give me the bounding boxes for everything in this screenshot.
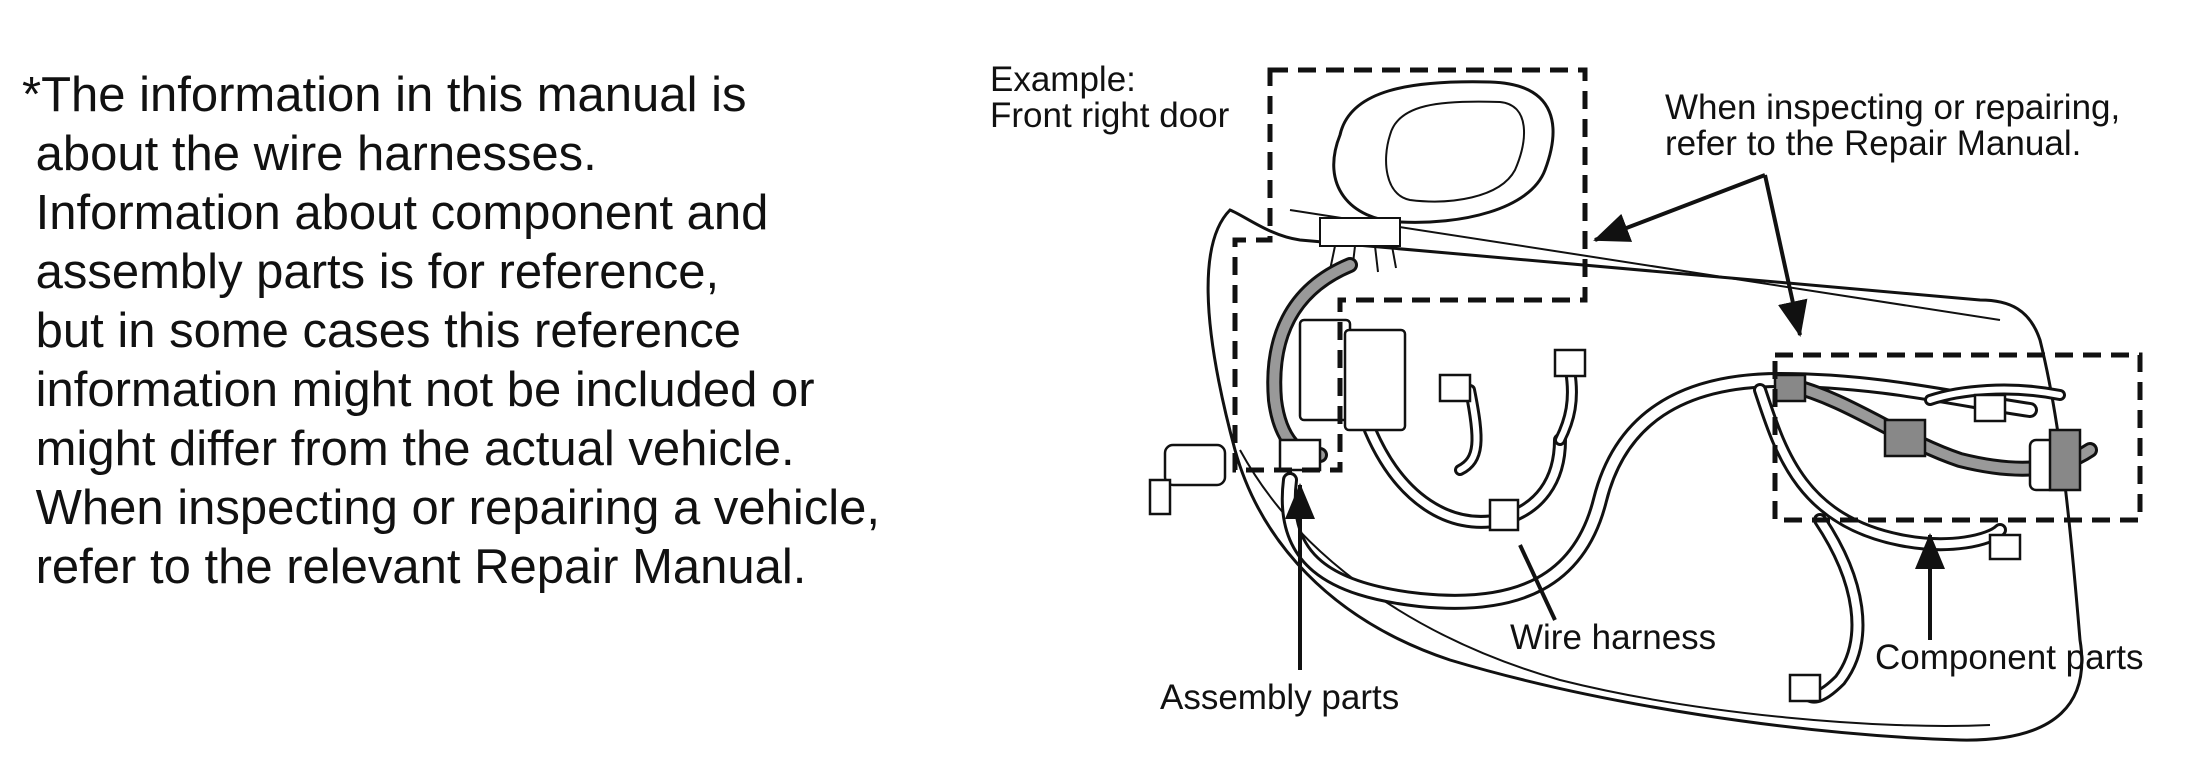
mirror-glass — [1385, 100, 1525, 203]
dashed-boxes — [1232, 67, 2143, 523]
repair-callout-line: refer to the Repair Manual. — [1665, 124, 2082, 163]
repair-callout-line: When inspecting or repairing, — [1665, 88, 2121, 127]
note-line: but in some cases this reference — [22, 304, 742, 358]
component-parts-box — [1772, 352, 2143, 523]
note-line: *The information in this manual is — [22, 68, 747, 122]
example-label: Example: Front right door — [990, 62, 1229, 134]
note-line: might differ from the actual vehicle. — [22, 422, 795, 476]
callout-arrows — [1285, 173, 1945, 670]
assembly-parts-label: Assembly parts — [1160, 678, 1400, 717]
note-line: information might not be included or — [22, 363, 815, 417]
door-trim-line — [1239, 449, 1991, 727]
example-label-line: Example: — [990, 60, 1136, 99]
manual-note: *The information in this manual is about… — [22, 66, 922, 597]
component-parts-label: Component parts — [1875, 638, 2144, 677]
note-line: Information about component and — [22, 186, 769, 240]
repair-manual-callout: When inspecting or repairing, refer to t… — [1665, 90, 2120, 162]
connectors — [1148, 318, 2082, 703]
note-line: When inspecting or repairing a vehicle, — [22, 481, 880, 535]
door-panel-outline — [1206, 208, 2084, 742]
assembly-parts-box — [1232, 67, 1588, 473]
mirror-mount — [1319, 217, 1401, 273]
example-label-line: Front right door — [990, 96, 1230, 135]
wire-harness-label: Wire harness — [1510, 618, 1717, 657]
note-line: assembly parts is for reference, — [22, 245, 720, 299]
window-sill-line — [1289, 209, 2001, 321]
note-line: about the wire harnesses. — [22, 127, 597, 181]
note-line: refer to the relevant Repair Manual. — [22, 540, 807, 594]
